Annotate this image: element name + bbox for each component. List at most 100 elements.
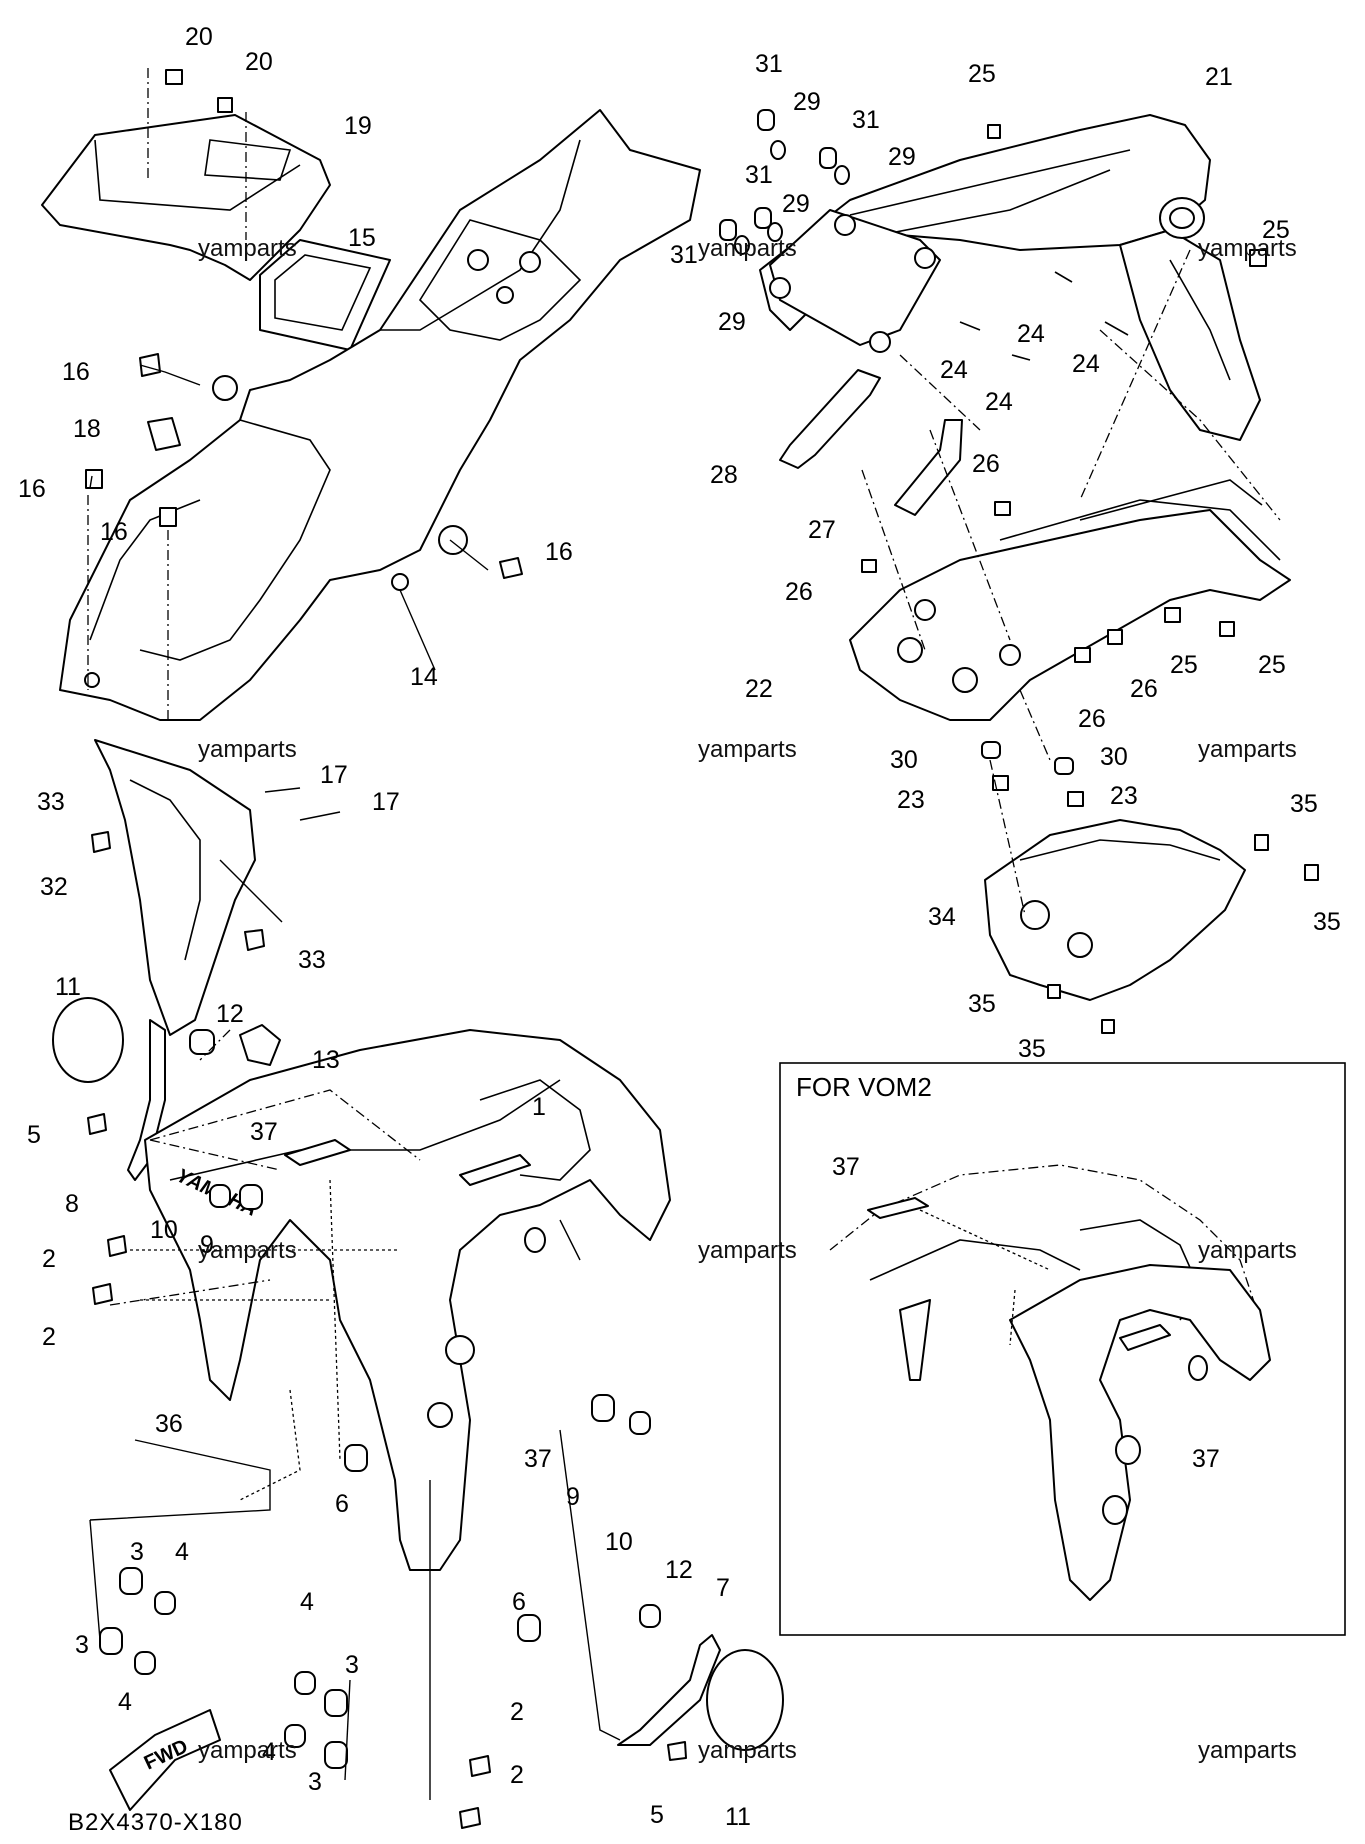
- callout-3: 3: [308, 1768, 322, 1796]
- callout-18: 18: [73, 415, 101, 443]
- watermark: yamparts: [1198, 1737, 1297, 1764]
- watermark: yamparts: [198, 736, 297, 763]
- callout-24: 24: [1072, 350, 1100, 378]
- callout-35: 35: [1018, 1035, 1046, 1063]
- callout-31: 31: [852, 106, 880, 134]
- nuts-31: [719, 109, 837, 241]
- callout-32: 32: [40, 873, 68, 901]
- callout-1: 1: [532, 1093, 546, 1121]
- callout-25: 25: [1258, 651, 1286, 679]
- callout-36: 36: [155, 1410, 183, 1438]
- bolts-26: [861, 501, 1123, 663]
- callout-16: 16: [545, 538, 573, 566]
- callout-6: 6: [335, 1490, 349, 1518]
- callout-31: 31: [755, 50, 783, 78]
- callout-4: 4: [262, 1738, 276, 1766]
- part-34-bracket: [984, 819, 1246, 1001]
- callout-15: 15: [348, 224, 376, 252]
- diagram-code: B2X4370-X180: [68, 1809, 243, 1836]
- callout-2: 2: [42, 1245, 56, 1273]
- callout-35: 35: [1313, 908, 1341, 936]
- callout-35: 35: [968, 990, 996, 1018]
- callout-4: 4: [175, 1538, 189, 1566]
- watermark: yamparts: [198, 1237, 297, 1264]
- callout-37: 37: [250, 1118, 278, 1146]
- rear-fender-group: [41, 68, 701, 1036]
- callout-9: 9: [566, 1483, 580, 1511]
- bolts-25: [987, 124, 1267, 637]
- callout-6: 6: [512, 1588, 526, 1616]
- callout-23: 23: [897, 786, 925, 814]
- watermark: yamparts: [1198, 235, 1297, 262]
- callout-2: 2: [42, 1323, 56, 1351]
- watermarks: yamparts yamparts yamparts yamparts yamp…: [198, 235, 1297, 1764]
- watermark: yamparts: [198, 235, 297, 262]
- callout-17: 17: [320, 761, 348, 789]
- callout-2: 2: [510, 1698, 524, 1726]
- clips-35: [1047, 834, 1319, 1034]
- callout-27: 27: [808, 516, 836, 544]
- callout-17: 17: [372, 788, 400, 816]
- callout-22: 22: [745, 675, 773, 703]
- callout-7: 7: [716, 1574, 730, 1602]
- callout-33: 33: [298, 946, 326, 974]
- callout-19: 19: [344, 112, 372, 140]
- watermark: yamparts: [198, 1737, 297, 1764]
- callout-26: 26: [785, 578, 813, 606]
- callout-3: 3: [75, 1631, 89, 1659]
- callout-20: 20: [185, 23, 213, 51]
- part-19-cover: [41, 114, 331, 281]
- callout-24: 24: [1017, 320, 1045, 348]
- callout-10: 10: [150, 1216, 178, 1244]
- watermark: yamparts: [1198, 736, 1297, 763]
- callout-25: 25: [968, 60, 996, 88]
- callout-5: 5: [650, 1801, 664, 1829]
- callout-33: 33: [37, 788, 65, 816]
- callout-29: 29: [793, 88, 821, 116]
- callout-29: 29: [888, 143, 916, 171]
- callout-4: 4: [118, 1688, 132, 1716]
- callout-3: 3: [345, 1651, 359, 1679]
- callout-16: 16: [100, 518, 128, 546]
- washers-29: [734, 140, 850, 255]
- part-28-bracket: [779, 369, 881, 469]
- callout-31: 31: [745, 161, 773, 189]
- watermark: yamparts: [698, 736, 797, 763]
- part-15-plate: [259, 239, 391, 351]
- watermark: yamparts: [698, 235, 797, 262]
- part-22-frame: [849, 509, 1291, 721]
- inset-title: FOR VOM2: [796, 1072, 932, 1102]
- callout-37: 37: [1192, 1445, 1220, 1473]
- tail-cover-group: [719, 109, 1319, 1034]
- callout-10: 10: [605, 1528, 633, 1556]
- callout-12: 12: [216, 1000, 244, 1028]
- callout-26: 26: [1130, 675, 1158, 703]
- bolts-16: [85, 353, 523, 579]
- callout-25: 25: [1170, 651, 1198, 679]
- callout-25: 25: [1262, 216, 1290, 244]
- callout-30: 30: [1100, 743, 1128, 771]
- part-1-front-fender: [144, 1029, 671, 1571]
- callout-11: 11: [725, 1803, 751, 1831]
- part-27-bracket: [894, 419, 963, 516]
- callout-37: 37: [832, 1153, 860, 1181]
- part-11-reflector-left: [52, 997, 124, 1083]
- callout-3: 3: [130, 1538, 144, 1566]
- callout-4: 4: [300, 1588, 314, 1616]
- callout-11: 11: [55, 973, 81, 1001]
- callout-20: 20: [245, 48, 273, 76]
- part-32-mudguard: [94, 739, 256, 1036]
- callout-8: 8: [65, 1190, 79, 1218]
- callout-labels: 1 2 2 2 2 3 3 3 3 4 4 4 4 5 5 6 6 7 8 9 …: [18, 23, 1341, 1831]
- callout-26: 26: [972, 450, 1000, 478]
- rubbers: [99, 1184, 651, 1769]
- callout-24: 24: [940, 356, 968, 384]
- callout-37: 37: [524, 1445, 552, 1473]
- inset-vom2: FOR VOM2: [779, 1062, 1346, 1636]
- callout-13: 13: [312, 1046, 340, 1074]
- callout-5: 5: [27, 1121, 41, 1149]
- callout-16: 16: [18, 475, 46, 503]
- callout-26: 26: [1078, 705, 1106, 733]
- watermark: yamparts: [1198, 1237, 1297, 1264]
